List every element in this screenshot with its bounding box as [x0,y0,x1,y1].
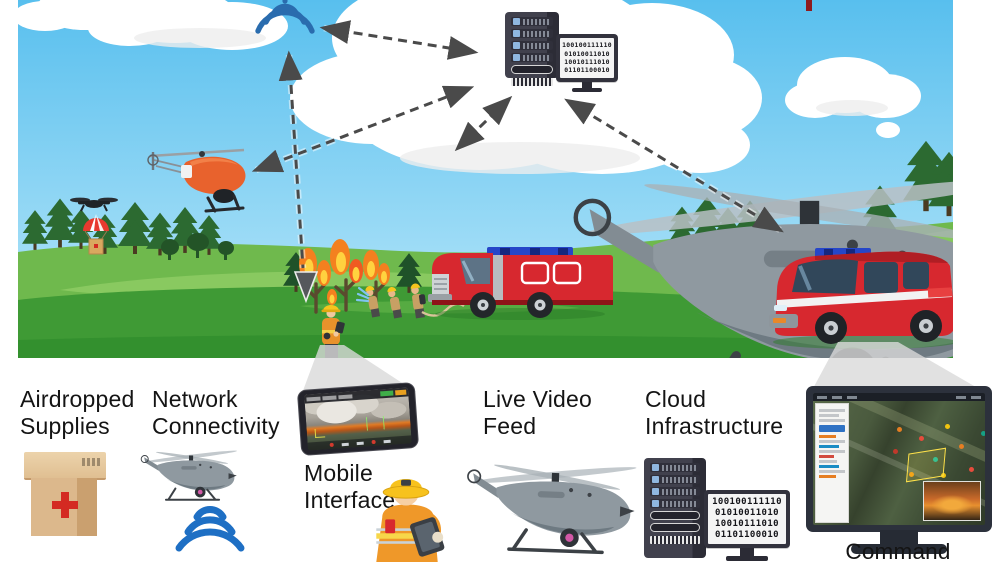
label-line: Feed [483,413,537,439]
shipping-marks [82,458,100,466]
label-live-video-feed: Live Video Feed [483,386,592,440]
hud-chip-green [380,390,394,397]
link-cloud-to-vehicle [564,98,784,233]
label-line: Command Interface [845,539,951,562]
map-incident-markers [897,427,902,432]
box-lid [24,452,106,480]
label-airdropped-supplies: Airdropped Supplies [20,386,135,440]
label-line: Live Video [483,386,592,412]
tablet-screen [304,387,412,451]
fire-video-inset [923,481,981,521]
wifi-signal-icon [255,0,315,34]
hud-corner-bracket [314,428,326,439]
outdoor-scene [18,0,953,358]
binary-line: 01010011010 [714,507,779,518]
server-tower-icon [644,458,706,558]
big-down-arrowhead [293,271,319,304]
command-screen-map [813,393,985,525]
label-line: Connectivity [152,413,280,439]
label-line: Infrastructure [645,413,784,439]
link-wifi-to-cloud [319,20,479,60]
binary-monitor-icon: 100100111110 01010011010 10010111010 011… [704,490,790,548]
link-cloud-to-supply-drone [251,85,475,173]
label-cloud-infrastructure: Cloud Infrastructure [645,386,783,440]
label-line: Mobile [304,460,373,486]
monitor-base [851,544,947,554]
label-command-interface: Command Interface [798,538,998,562]
cropped-text-mark [806,0,812,11]
map-zone-outline [905,447,947,483]
mobile-tablet [296,381,420,457]
map-sidebar-panel [815,403,849,523]
tablet-hud-bottombar [307,435,412,451]
wifi-waves-icon [175,506,245,552]
map-toolbar [813,393,985,401]
hud-target-bracket [365,415,385,432]
fire-truck [428,247,613,320]
link-cloud-to-helicopter [454,95,513,152]
scene-art [18,0,953,358]
monitor-stand [880,530,918,546]
binary-line: 10010111010 [714,519,779,529]
supply-drone [147,148,246,213]
label-line: Interface [304,487,396,513]
trees [22,140,953,293]
parachute-package [83,214,109,255]
tablet-hud-topbar [304,387,409,404]
label-line: Cloud [645,386,707,412]
airdrop-quadcopter [70,197,118,212]
command-vehicle [769,248,953,349]
label-line: Airdropped [20,386,135,412]
binary-line: 01101100010 [714,530,779,541]
medical-cross-icon [52,492,78,518]
firefighter-figure-icon [376,479,445,562]
command-monitor [806,386,992,532]
live-video-drone-icon [462,444,638,562]
label-line: Network [152,386,238,412]
binary-line: 100100111110 [712,496,782,507]
network-links [251,20,784,304]
supply-box-icon [24,452,108,538]
hud-chip-orange [395,389,407,396]
label-mobile-interface: Mobile Interface [304,460,395,514]
label-network-connectivity: Network Connectivity [152,386,280,440]
label-line: Supplies [20,413,110,439]
